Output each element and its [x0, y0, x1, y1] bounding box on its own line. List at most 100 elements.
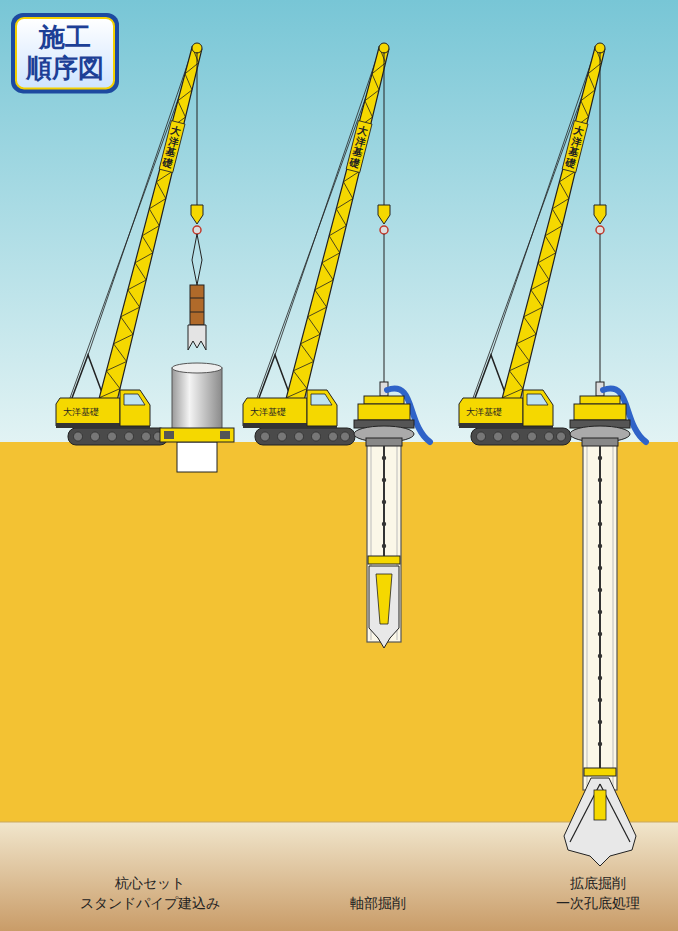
kelly-joint [598, 698, 602, 702]
drill-top [580, 396, 620, 404]
track-roller [312, 432, 321, 441]
kelly-joint [598, 720, 602, 724]
track-roller [295, 432, 304, 441]
operator-cab [307, 390, 337, 426]
track-roller [557, 432, 566, 441]
stabilizer [368, 556, 400, 564]
bucket-inner [594, 790, 606, 820]
track-roller [261, 432, 270, 441]
crane-house [243, 398, 307, 426]
borehole [583, 444, 617, 790]
stabilizer [584, 768, 616, 776]
boom-lattice [99, 47, 198, 398]
boom-label-plate [346, 121, 372, 173]
kelly-joint [382, 456, 386, 460]
kelly-line [600, 234, 601, 384]
drilling-bucket [369, 566, 399, 648]
boom-head [192, 43, 202, 53]
kelly-joint [382, 478, 386, 482]
grab-claws [188, 325, 206, 350]
drill-motor [574, 404, 626, 420]
crane-body-label: 大洋基礎 [466, 407, 502, 418]
stand-pipe-top [172, 363, 222, 373]
operator-cab [120, 390, 150, 426]
crane-body-label: 大洋基礎 [63, 407, 99, 418]
cab-window [527, 394, 548, 405]
cab-window [311, 394, 332, 405]
lattice-boom [286, 47, 389, 402]
hook-block [191, 205, 203, 224]
track-roller [74, 432, 83, 441]
crawler-track [471, 428, 571, 445]
lattice-boom [502, 47, 605, 402]
crane [243, 43, 430, 648]
kelly-joint [598, 632, 602, 636]
casing-top [582, 438, 618, 446]
track-roller [545, 432, 554, 441]
backstay-line [257, 58, 380, 398]
boom-head [595, 43, 605, 53]
title-badge-inner [16, 18, 114, 88]
a-frame [259, 355, 291, 398]
boom-lattice [286, 47, 385, 398]
hoist-rope [197, 52, 198, 205]
kelly-joint [598, 676, 602, 680]
boom-label-plate [159, 121, 185, 173]
track-roller [341, 432, 350, 441]
kelly-joint [598, 544, 602, 548]
kelly-joint [598, 522, 602, 526]
bucket-inner [376, 574, 392, 624]
drill-motor [358, 404, 410, 420]
a-frame [72, 355, 104, 398]
track-roller [528, 432, 537, 441]
track-roller [494, 432, 503, 441]
kelly-joint [598, 588, 602, 592]
hook-ring [193, 226, 201, 234]
kelly-joint [598, 478, 602, 482]
boom-label-plate [562, 121, 588, 173]
operator-cab [523, 390, 553, 426]
grab-band [190, 312, 204, 313]
crawler-track [68, 428, 168, 445]
sky [0, 0, 678, 444]
kelly-joint [598, 654, 602, 658]
kelly-joint [598, 566, 602, 570]
holder-block [164, 431, 174, 439]
pipe-below-ground [177, 442, 217, 472]
hook-ring [596, 226, 604, 234]
kelly-line [384, 234, 385, 384]
kelly-joint [598, 742, 602, 746]
hook-block [378, 205, 390, 224]
ground-layer [0, 442, 678, 822]
kelly-joint [382, 544, 386, 548]
hammer-grab [190, 285, 204, 325]
track-roller [329, 432, 338, 441]
crane [459, 43, 646, 866]
title-badge [11, 13, 119, 93]
track-roller [91, 432, 100, 441]
hoist-rope [384, 52, 385, 205]
crane-body-label: 大洋基礎 [250, 407, 286, 418]
boom-lattice [502, 47, 601, 398]
track-roller [278, 432, 287, 441]
a-frame [475, 355, 507, 398]
hook-block [594, 205, 606, 224]
track-roller [477, 432, 486, 441]
kelly-joint [598, 500, 602, 504]
crawler-track [255, 428, 355, 445]
cab-window [124, 394, 145, 405]
drill-top [364, 396, 404, 404]
borehole-wall [613, 446, 614, 788]
lattice-boom [99, 47, 202, 402]
borehole-wall [587, 446, 588, 788]
step-caption: 軸部掘削 [318, 893, 438, 913]
holder-block [220, 431, 230, 439]
track-roller [511, 432, 520, 441]
kelly-joint [382, 522, 386, 526]
backstay-line [473, 58, 596, 398]
reaming-bucket [564, 778, 636, 866]
crane [56, 43, 234, 472]
hoist-rope [600, 52, 601, 205]
track-roller [125, 432, 134, 441]
